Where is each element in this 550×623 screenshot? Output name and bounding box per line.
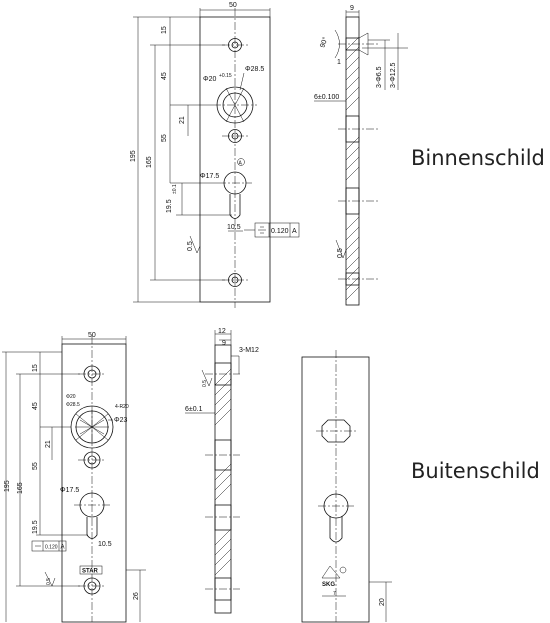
svg-text:Φ28.5: Φ28.5 (66, 402, 80, 408)
svg-text:10.5: 10.5 (98, 541, 112, 548)
svg-text:0.5: 0.5 (337, 248, 344, 258)
svg-text:Φ20: Φ20 (66, 394, 76, 400)
svg-text:195: 195 (4, 480, 11, 492)
svg-text:55: 55 (32, 462, 39, 470)
svg-text:45: 45 (32, 402, 39, 410)
svg-text:Φ28.5: Φ28.5 (245, 66, 264, 73)
svg-text:±0.1: ±0.1 (172, 184, 178, 194)
svg-text:21: 21 (179, 116, 186, 124)
bottom-front-view: 50 STAR 195 1 (2, 332, 146, 623)
svg-text:9: 9 (222, 340, 226, 347)
svg-text:1: 1 (337, 59, 341, 66)
svg-text:90°: 90° (318, 36, 329, 49)
svg-text:9: 9 (350, 5, 354, 12)
svg-text:26: 26 (133, 592, 140, 600)
skg-logo (321, 565, 341, 579)
svg-text:15: 15 (161, 26, 168, 34)
side-plate (214, 344, 232, 614)
datum-circle (237, 158, 245, 166)
svg-text:6±0.100: 6±0.100 (314, 94, 339, 101)
svg-text:7: 7 (333, 591, 336, 597)
star-logo (79, 565, 103, 575)
svg-text:15: 15 (32, 364, 39, 372)
svg-text:19.5: 19.5 (166, 199, 173, 213)
svg-text:3-Φ6.5: 3-Φ6.5 (376, 66, 383, 88)
svg-text:STAR: STAR (82, 569, 99, 575)
svg-text:6±0.1: 6±0.1 (185, 406, 203, 413)
svg-text:165: 165 (17, 482, 24, 494)
svg-text:21: 21 (45, 440, 52, 448)
svg-text:12: 12 (218, 328, 226, 335)
svg-text:A: A (292, 228, 297, 235)
svg-text:20: 20 (379, 598, 386, 606)
spindle-cutout (321, 419, 351, 443)
top-side-view: 9 (314, 5, 408, 306)
svg-text:165: 165 (146, 156, 153, 168)
svg-text:0.120: 0.120 (271, 228, 289, 235)
svg-text:A: A (239, 161, 243, 167)
svg-text:0.5: 0.5 (202, 380, 208, 387)
side-plate (345, 16, 360, 306)
svg-text:+0.15: +0.15 (219, 73, 232, 79)
svg-text:4-R20: 4-R20 (115, 404, 129, 410)
svg-text:3-M12: 3-M12 (239, 347, 259, 354)
svg-text:0.5: 0.5 (187, 241, 194, 251)
svg-text:55: 55 (161, 134, 168, 142)
svg-text:SKG: SKG (322, 582, 335, 588)
svg-text:Φ17.5: Φ17.5 (60, 487, 79, 494)
svg-text:A: A (61, 545, 65, 551)
title-binnenschild: Binnenschild (411, 146, 545, 170)
svg-text:0.5: 0.5 (46, 578, 52, 585)
back-plate (301, 356, 370, 623)
svg-text:Φ17.5: Φ17.5 (200, 173, 219, 180)
svg-text:Φ23: Φ23 (114, 417, 127, 424)
svg-text:45: 45 (161, 72, 168, 80)
bottom-side-view: 12 9 3-M12 6±0.1 0.5 (185, 328, 259, 614)
width-dim: 50 (229, 2, 237, 9)
back-view: SKG 7 20 (301, 350, 392, 623)
title-buitenschild: Buitenschild (411, 459, 540, 483)
svg-text:19.5: 19.5 (32, 520, 39, 534)
svg-text:0.120: 0.120 (45, 545, 58, 551)
plate-outline (61, 343, 127, 623)
tolerance-frame (31, 540, 67, 552)
top-front-view: 50 A 195 165 (130, 2, 300, 308)
svg-text:Φ20: Φ20 (203, 76, 216, 83)
svg-text:50: 50 (88, 332, 96, 339)
svg-text:10.5: 10.5 (227, 224, 241, 231)
svg-text:195: 195 (130, 150, 137, 162)
svg-text:3-Φ12.5: 3-Φ12.5 (390, 62, 397, 88)
